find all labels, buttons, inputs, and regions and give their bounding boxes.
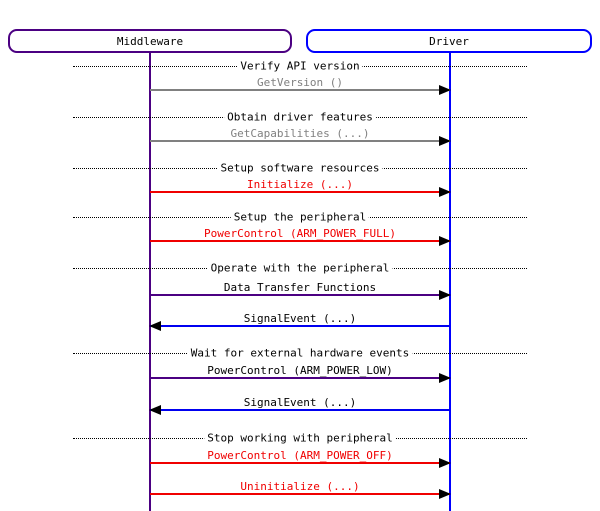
message-label: Initialize (...) bbox=[245, 178, 355, 191]
message-label: GetVersion () bbox=[254, 76, 346, 89]
separator-label: Operate with the peripheral bbox=[207, 261, 393, 275]
message-label: SignalEvent (...) bbox=[241, 396, 359, 409]
actor-box-driver: Driver bbox=[306, 29, 592, 53]
separator-setup-the-peripheral: Setup the peripheral bbox=[73, 210, 527, 224]
message-data-transfer-functions: Data Transfer Functions bbox=[150, 281, 451, 300]
actor-label-middleware: Middleware bbox=[116, 34, 184, 48]
message-powercontrol-low: PowerControl (ARM_POWER_LOW) bbox=[150, 364, 451, 383]
actor-label-driver: Driver bbox=[429, 34, 469, 48]
separator-label: Obtain driver features bbox=[224, 110, 376, 124]
arrowhead-left-icon bbox=[149, 321, 161, 331]
separator-label: Setup the peripheral bbox=[230, 210, 370, 224]
message-label: Data Transfer Functions bbox=[221, 281, 379, 294]
separator-label: Stop working with peripheral bbox=[204, 431, 396, 445]
separator-obtain-driver-features: Obtain driver features bbox=[73, 110, 527, 124]
message-powercontrol-full: PowerControl (ARM_POWER_FULL) bbox=[150, 227, 451, 246]
arrowhead-right-icon bbox=[439, 187, 451, 197]
message-signalevent-1: SignalEvent (...) bbox=[149, 312, 450, 331]
separator-label: Wait for external hardware events bbox=[187, 346, 413, 360]
separator-label: Setup software resources bbox=[217, 161, 383, 175]
separator-label: Verify API version bbox=[237, 59, 363, 73]
lifeline-driver bbox=[449, 53, 451, 511]
separator-verify-api-version: Verify API version bbox=[73, 59, 527, 73]
message-getversion: GetVersion () bbox=[150, 76, 451, 95]
separator-wait-for-external-hardware-events: Wait for external hardware events bbox=[73, 346, 527, 360]
actor-box-middleware: Middleware bbox=[8, 29, 292, 53]
message-label: PowerControl (ARM_POWER_OFF) bbox=[205, 449, 395, 462]
arrowhead-right-icon bbox=[439, 373, 451, 383]
message-uninitialize: Uninitialize (...) bbox=[150, 480, 451, 499]
message-label: SignalEvent (...) bbox=[241, 312, 359, 325]
message-getcapabilities: GetCapabilities (...) bbox=[150, 127, 451, 146]
message-label: GetCapabilities (...) bbox=[228, 127, 372, 140]
arrowhead-right-icon bbox=[439, 458, 451, 468]
lifeline-middleware bbox=[149, 53, 151, 511]
message-powercontrol-off: PowerControl (ARM_POWER_OFF) bbox=[150, 449, 451, 468]
arrowhead-left-icon bbox=[149, 405, 161, 415]
message-initialize: Initialize (...) bbox=[150, 178, 451, 197]
arrowhead-right-icon bbox=[439, 136, 451, 146]
separator-stop-working-with-peripheral: Stop working with peripheral bbox=[73, 431, 527, 445]
arrowhead-right-icon bbox=[439, 85, 451, 95]
message-label: Uninitialize (...) bbox=[238, 480, 362, 493]
arrowhead-right-icon bbox=[439, 236, 451, 246]
message-label: PowerControl (ARM_POWER_FULL) bbox=[201, 227, 399, 240]
message-label: PowerControl (ARM_POWER_LOW) bbox=[205, 364, 395, 377]
arrowhead-right-icon bbox=[439, 489, 451, 499]
arrowhead-right-icon bbox=[439, 290, 451, 300]
separator-setup-software-resources: Setup software resources bbox=[73, 161, 527, 175]
message-signalevent-2: SignalEvent (...) bbox=[149, 396, 450, 415]
separator-operate-with-peripheral: Operate with the peripheral bbox=[73, 261, 527, 275]
